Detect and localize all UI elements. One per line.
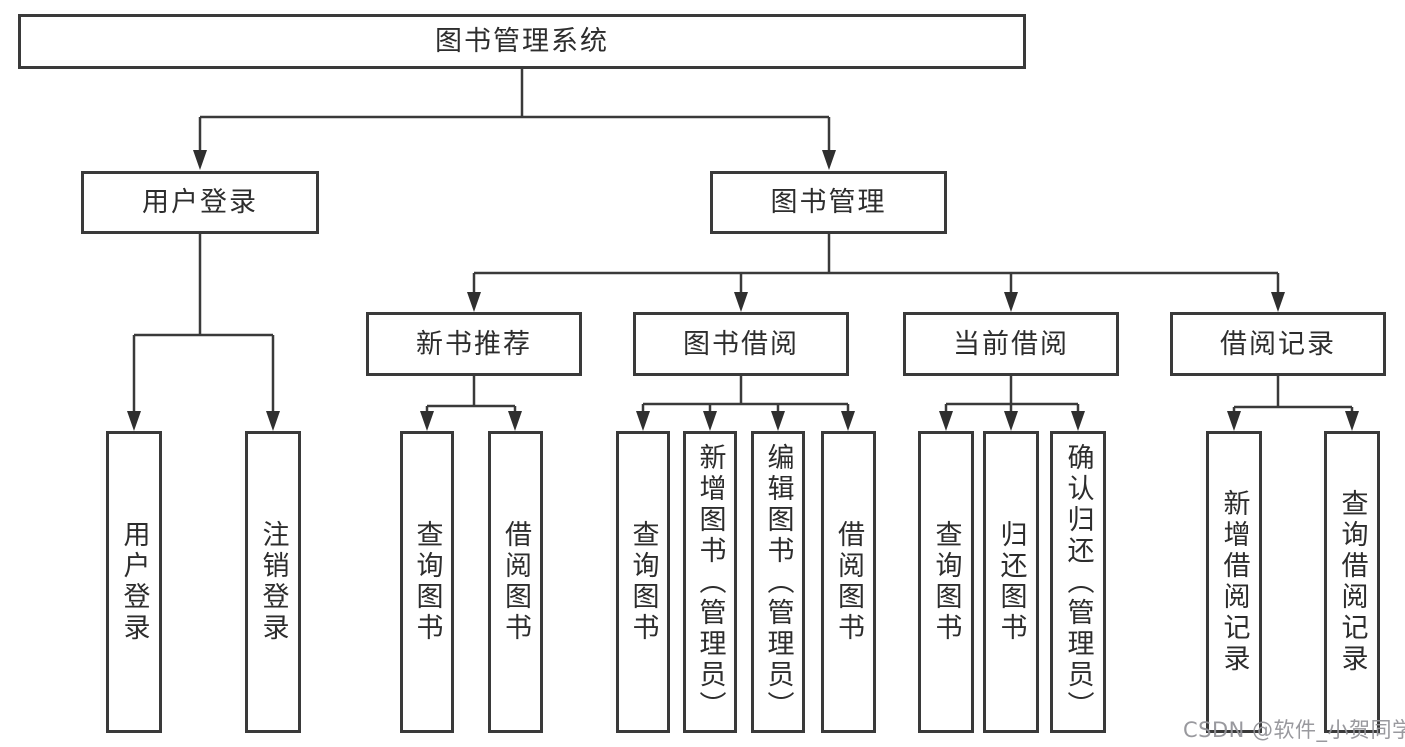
connector-borrow-records-to-leaves bbox=[1227, 376, 1359, 431]
leaf-borrow-query-books: 查询图书 bbox=[616, 431, 670, 733]
leaf-current-query-books: 查询图书 bbox=[918, 431, 974, 733]
connector-book-management-to-sections bbox=[467, 234, 1285, 312]
connector-book-borrow-to-leaves bbox=[636, 376, 855, 431]
node-new-book-recommend: 新书推荐 bbox=[366, 312, 582, 376]
arrowhead bbox=[1071, 411, 1085, 431]
leaf-borrow-borrow-books-label: 借阅图书 bbox=[833, 520, 864, 644]
node-root: 图书管理系统 bbox=[18, 14, 1026, 69]
arrowhead bbox=[636, 411, 650, 431]
node-current-borrow-label: 当前借阅 bbox=[953, 328, 1069, 360]
node-root-label: 图书管理系统 bbox=[435, 26, 609, 57]
node-new-book-recommend-label: 新书推荐 bbox=[416, 328, 532, 360]
leaf-newbooks-query-books: 查询图书 bbox=[400, 431, 454, 733]
node-user-login-branch-label: 用户登录 bbox=[142, 187, 258, 218]
leaf-current-return-books-label: 归还图书 bbox=[995, 520, 1027, 644]
leaf-records-add-record: 新增借阅记录 bbox=[1206, 431, 1262, 733]
leaf-borrow-edit-books-admin-label: 编辑图书（管理员） bbox=[762, 442, 794, 722]
leaf-logout-login: 注销登录 bbox=[245, 431, 301, 733]
arrowhead bbox=[1345, 411, 1359, 431]
node-current-borrow: 当前借阅 bbox=[903, 312, 1119, 376]
arrowhead bbox=[939, 411, 953, 431]
leaf-logout-login-label: 注销登录 bbox=[257, 520, 289, 644]
connector-new-books-to-leaves bbox=[420, 376, 522, 431]
arrowhead bbox=[508, 411, 522, 431]
connector-current-borrow-to-leaves bbox=[939, 376, 1085, 431]
node-book-management-label: 图书管理 bbox=[770, 187, 887, 218]
node-user-login-branch: 用户登录 bbox=[81, 171, 319, 234]
leaf-newbooks-borrow-books: 借阅图书 bbox=[488, 431, 543, 733]
leaf-user-login-label: 用户登录 bbox=[118, 520, 150, 644]
node-book-borrow-label: 图书借阅 bbox=[683, 328, 799, 360]
arrowhead bbox=[1271, 292, 1285, 312]
leaf-current-query-books-label: 查询图书 bbox=[930, 520, 962, 644]
leaf-borrow-add-books-admin: 新增图书（管理员） bbox=[683, 431, 737, 733]
connector-user-login-to-leaves bbox=[127, 234, 280, 431]
leaf-current-confirm-return-admin-label: 确认归还（管理员） bbox=[1062, 442, 1094, 722]
leaf-current-confirm-return-admin: 确认归还（管理员） bbox=[1050, 431, 1106, 733]
leaf-newbooks-borrow-books-label: 借阅图书 bbox=[500, 520, 531, 644]
leaf-user-login: 用户登录 bbox=[106, 431, 162, 733]
leaf-current-return-books: 归还图书 bbox=[983, 431, 1039, 733]
arrowhead bbox=[1004, 292, 1018, 312]
leaf-borrow-query-books-label: 查询图书 bbox=[627, 520, 659, 644]
arrowhead bbox=[734, 292, 748, 312]
leaf-records-add-record-label: 新增借阅记录 bbox=[1218, 489, 1250, 675]
leaf-borrow-edit-books-admin: 编辑图书（管理员） bbox=[751, 431, 805, 733]
arrowhead bbox=[1004, 411, 1018, 431]
leaf-newbooks-query-books-label: 查询图书 bbox=[411, 520, 443, 644]
leaf-borrow-add-books-admin-label: 新增图书（管理员） bbox=[694, 442, 726, 722]
arrowhead bbox=[703, 411, 717, 431]
node-book-management: 图书管理 bbox=[710, 171, 947, 234]
node-borrow-records-label: 借阅记录 bbox=[1220, 328, 1336, 360]
arrowhead bbox=[771, 411, 785, 431]
arrowhead bbox=[127, 411, 141, 431]
leaf-records-query-record-label: 查询借阅记录 bbox=[1336, 489, 1368, 675]
leaf-borrow-borrow-books: 借阅图书 bbox=[821, 431, 876, 733]
node-book-borrow: 图书借阅 bbox=[633, 312, 849, 376]
arrowhead bbox=[1227, 411, 1241, 431]
leaf-records-query-record: 查询借阅记录 bbox=[1324, 431, 1380, 733]
arrowhead bbox=[420, 411, 434, 431]
arrowhead bbox=[266, 411, 280, 431]
node-borrow-records: 借阅记录 bbox=[1170, 312, 1386, 376]
arrowhead bbox=[822, 150, 836, 170]
csdn-watermark: CSDN @软件_小贺同学 bbox=[1183, 718, 1405, 742]
connector-root-to-branches bbox=[193, 69, 836, 170]
arrowhead bbox=[841, 411, 855, 431]
arrowhead bbox=[193, 150, 207, 170]
arrowhead bbox=[467, 292, 481, 312]
